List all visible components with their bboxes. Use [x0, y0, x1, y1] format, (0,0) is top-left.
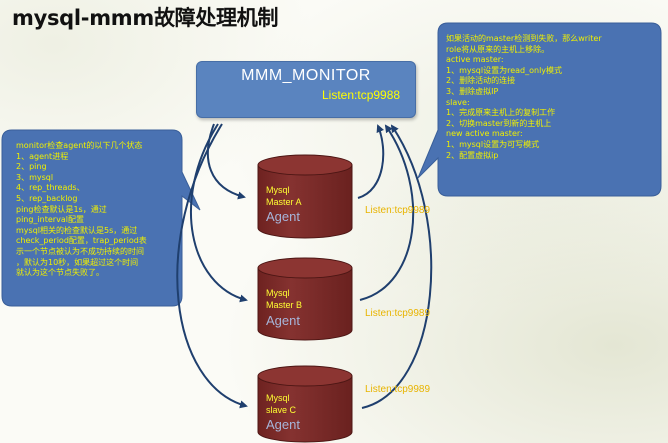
right-callout	[417, 22, 662, 197]
left-callout	[1, 129, 201, 307]
node-a-listen-port: Listen:tcp9989	[365, 205, 431, 216]
node-c-listen-port: Listen:tcp9989	[365, 384, 431, 395]
node-a-name: Master A	[266, 197, 302, 207]
arrow-monitor-to-master-a	[206, 123, 246, 200]
arrow-master-b-to-monitor	[359, 124, 415, 301]
right-note-line: role将从原来的主机上移除。	[446, 44, 550, 54]
node-b-agent: Agent	[266, 313, 300, 328]
left-note-line: 2、ping	[16, 162, 47, 172]
monitor-listen-port: Listen:tcp9988	[322, 88, 401, 102]
left-note-line: monitor检查agent的以下几个状态	[16, 141, 143, 150]
left-note-line: 3、mysql	[16, 172, 54, 182]
right-note-line: 3、删除虚拟IP	[446, 86, 499, 96]
right-note-line: 1、mysql设置为read_only模式	[446, 65, 563, 75]
left-note-line: mysql相关的检查默认是5s，通过	[16, 225, 138, 235]
right-note-line: 2、配置虚拟ip	[446, 150, 499, 160]
left-note-line: ，默认为10秒，如果超过这个时间	[16, 257, 139, 267]
node-c-type: Mysql	[266, 393, 290, 403]
left-note-line: 示一个节点被认为不成功持续的时间	[16, 246, 144, 256]
arrow-master-a-to-monitor	[357, 124, 385, 199]
left-note-line: 4、rep_threads、	[16, 183, 85, 193]
left-note-line: check_period配置，trap_period表	[16, 236, 147, 246]
right-note-line: slave:	[446, 97, 470, 107]
left-note-line: ping检查默认是1s，通过	[16, 204, 107, 214]
arrow-monitor-to-master-b	[190, 123, 248, 303]
node-b-name: Master B	[266, 300, 303, 310]
right-note-line: 1、完成原来主机上的复制工作	[446, 108, 556, 118]
node-a-label: Mysql Master A	[266, 184, 302, 208]
right-note-line: 1、mysql设置为可写模式	[446, 139, 540, 149]
right-note-line: 如果活动的master检测到失败，那么writer	[446, 34, 602, 43]
left-note-line: 5、rep_backlog	[16, 193, 78, 203]
node-c-agent: Agent	[266, 417, 300, 432]
right-note-line: new active master:	[446, 129, 523, 139]
node-a-type: Mysql	[266, 185, 290, 195]
left-note: monitor检查agent的以下几个状态 1、agent进程 2、ping 3…	[16, 141, 147, 279]
page-title: mysql-mmm故障处理机制	[12, 6, 279, 30]
db-cylinder-master-a	[257, 154, 353, 239]
node-b-label: Mysql Master B	[266, 287, 302, 311]
arrow-slave-c-to-monitor	[361, 124, 433, 409]
node-c-label: Mysql slave C	[266, 392, 296, 416]
left-note-line: ping_interval配置	[16, 215, 84, 225]
db-cylinder-slave-c	[257, 365, 353, 443]
mmm-monitor-box: MMM_MONITOR Listen:tcp9988	[196, 61, 416, 118]
right-note-line: active master:	[446, 55, 504, 65]
right-note-line: 2、删除活动的连接	[446, 76, 516, 86]
node-b-listen-port: Listen:tcp9989	[365, 308, 431, 319]
arrow-monitor-to-slave-c	[176, 123, 248, 409]
node-a-agent: Agent	[266, 209, 300, 224]
right-note-line: 2、切换master到新的主机上	[446, 118, 552, 128]
node-b-type: Mysql	[266, 288, 290, 298]
left-note-line: 就认为这个节点失败了。	[16, 268, 104, 278]
db-cylinder-master-b	[257, 257, 353, 341]
monitor-title: MMM_MONITOR	[241, 67, 371, 84]
node-c-name: slave C	[266, 405, 297, 415]
right-note: 如果活动的master检测到失败，那么writer role将从原来的主机上移除…	[446, 34, 602, 161]
left-note-line: 1、agent进程	[16, 151, 69, 161]
